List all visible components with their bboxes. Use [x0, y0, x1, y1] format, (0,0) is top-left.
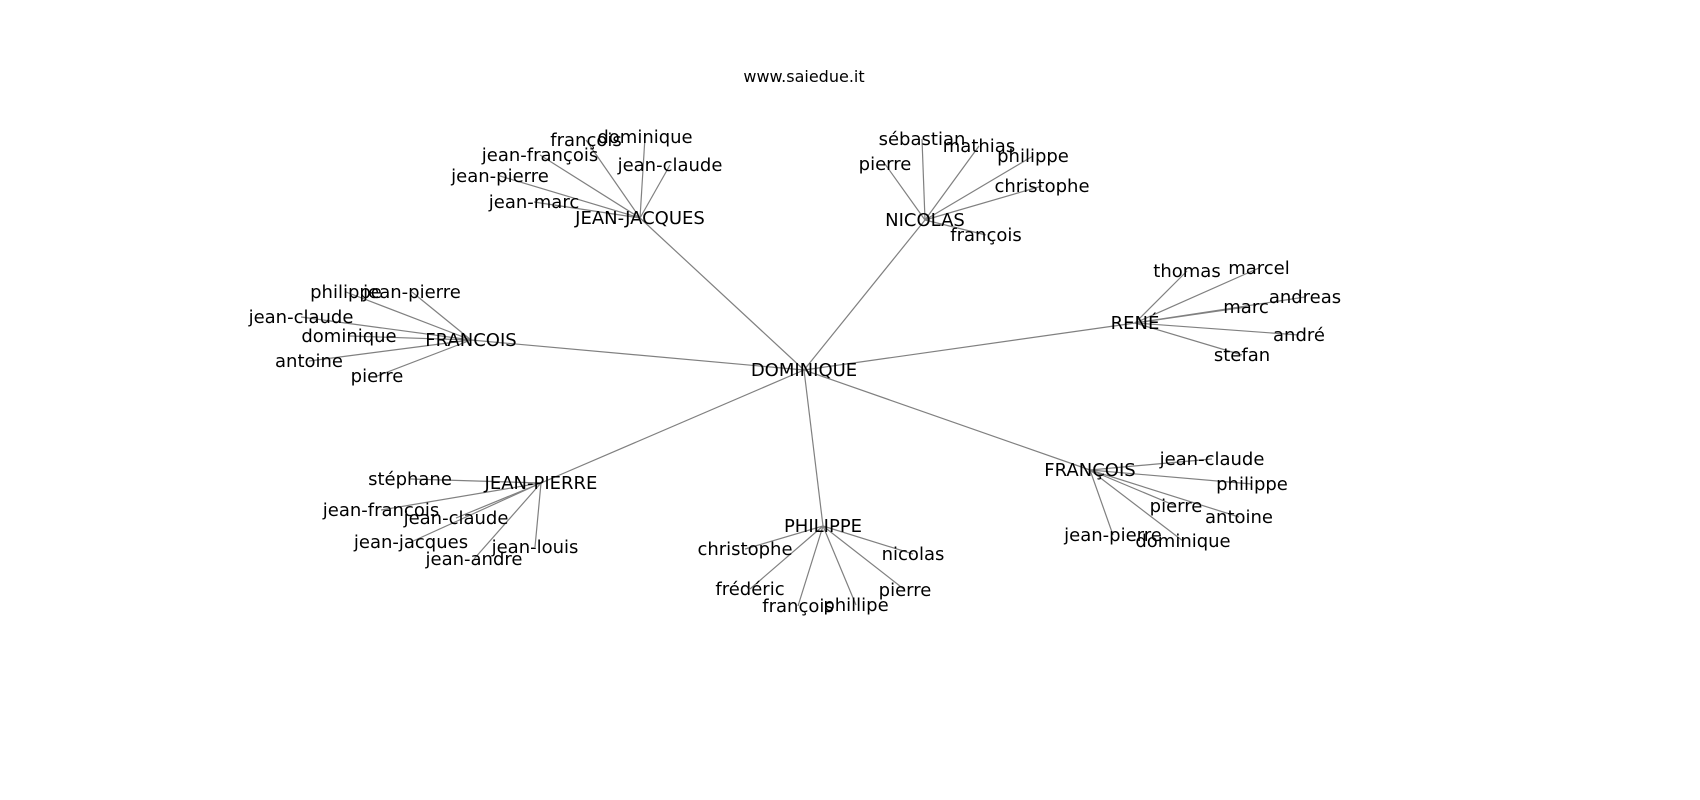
edge-hub-leaf: [1134, 322, 1300, 336]
edge-hub-leaf: [585, 139, 641, 219]
edge-hub-leaf: [1134, 270, 1188, 324]
leaf-node-label: françois: [762, 596, 833, 617]
leaf-node-label: pierre: [1150, 496, 1203, 517]
leaf-node-label: pierre: [879, 580, 932, 601]
edge-hub-leaf: [924, 155, 1034, 221]
edge-hub-leaf: [884, 163, 926, 221]
edge-hub-leaf: [539, 154, 641, 219]
leaf-node-label: jean-jacques: [353, 532, 468, 553]
leaf-node-label: stefan: [1214, 345, 1270, 366]
edge-root-hub: [639, 217, 805, 371]
leaf-node-label: jean-pierre: [450, 166, 549, 187]
edge-hub-leaf: [1134, 322, 1243, 356]
edge-hub-leaf: [639, 164, 671, 219]
edge-root-hub: [540, 369, 805, 484]
leaf-node-label: jean-louis: [491, 537, 579, 558]
edge-root-hub: [470, 339, 805, 371]
hub-node-label: RENÉ: [1111, 312, 1160, 334]
edge-hub-leaf: [797, 525, 824, 607]
leaf-node-label: jean-claude: [617, 155, 723, 176]
leaf-node-label: stéphane: [368, 469, 452, 490]
leaf-node-label: pierre: [351, 366, 404, 387]
leaf-node-label: jean-pierre: [1063, 525, 1162, 546]
hub-node-label: JEAN-JACQUES: [574, 208, 705, 229]
leaf-node-label: marcel: [1228, 258, 1290, 279]
edge-root-hub: [803, 369, 824, 527]
leaf-node-label: jean-marc: [488, 192, 579, 213]
edge-hub-leaf: [1134, 296, 1306, 324]
edge-hub-leaf: [822, 525, 914, 555]
edge-hub-leaf: [410, 482, 542, 543]
leaf-node-label: françois: [950, 225, 1021, 246]
leaf-node-label: jean-andre: [425, 549, 523, 570]
leaf-node-label: philippe: [1216, 474, 1288, 495]
edge-hub-leaf: [534, 482, 542, 548]
edge-hub-leaf: [639, 136, 646, 219]
edge-hub-leaf: [473, 482, 542, 560]
hub-node-label: NICOLAS: [885, 210, 965, 231]
leaf-node-label: jean-pierre: [362, 282, 461, 303]
leaf-node-label: pierre: [859, 154, 912, 175]
hub-node-label: JEAN-PIERRE: [484, 473, 598, 494]
leaf-node-label: antoine: [275, 351, 343, 372]
leaf-node-label: nicolas: [882, 544, 945, 565]
diagram-title: www.saiedue.it: [743, 67, 864, 86]
leaf-node-label: jean-claude: [1159, 449, 1265, 470]
edge-hub-leaf: [822, 525, 906, 591]
edge-root-hub: [803, 219, 926, 371]
leaf-node-label: sébastian: [879, 129, 966, 150]
leaf-node-label: frédéric: [715, 579, 784, 600]
leaf-node-label: marc: [1223, 297, 1268, 318]
leaf-node-label: andreas: [1269, 287, 1341, 308]
edge-hub-leaf: [345, 291, 472, 341]
leaf-node-label: philippe: [997, 146, 1069, 167]
hub-node-label: FRANÇOIS: [1044, 460, 1135, 481]
edge-hub-leaf: [924, 219, 987, 236]
edge-hub-leaf: [1089, 469, 1253, 485]
edge-hub-leaf: [744, 525, 824, 550]
leaf-node-label: dominique: [597, 127, 692, 148]
leaf-node-label: andré: [1273, 325, 1325, 346]
leaf-node-label: mathias: [943, 136, 1015, 157]
edge-hub-leaf: [749, 525, 824, 590]
edge-hub-leaf: [411, 291, 472, 341]
edge-hub-leaf: [822, 525, 857, 606]
edge-hub-leaf: [300, 316, 472, 341]
edge-hub-leaf: [308, 339, 472, 362]
leaf-node-label: jean-françois: [481, 145, 598, 166]
leaf-node-label: thomas: [1153, 261, 1220, 282]
leaf-node-label: jean-francois: [322, 500, 439, 521]
edge-hub-leaf: [1089, 458, 1213, 471]
edge-root-hub: [803, 369, 1091, 471]
edge-hub-leaf: [533, 201, 641, 219]
edge-hub-leaf: [499, 175, 641, 219]
edge-hub-leaf: [924, 185, 1043, 221]
leaf-node-label: dominique: [1135, 531, 1230, 552]
edge-hub-leaf: [921, 138, 926, 221]
edge-hub-leaf: [1089, 469, 1184, 542]
hub-node-label: FRANCOIS: [425, 330, 516, 351]
edge-hub-leaf: [380, 482, 542, 511]
edge-hub-leaf: [348, 335, 472, 341]
leaf-node-label: christophe: [697, 539, 792, 560]
leaf-node-label: jean-claude: [248, 307, 354, 328]
leaf-node-label: christophe: [994, 176, 1089, 197]
leaf-node-label: dominique: [301, 326, 396, 347]
edge-root-hub: [803, 322, 1136, 371]
edge-hub-leaf: [1089, 469, 1240, 518]
leaf-node-label: jean-claude: [403, 508, 509, 529]
edge-hub-leaf: [1134, 267, 1260, 324]
leaf-node-label: françois: [550, 130, 621, 151]
edge-hub-leaf: [376, 339, 472, 377]
edge-hub-leaf: [1089, 469, 1114, 536]
hub-node-label: PHILIPPE: [784, 516, 862, 537]
edge-hub-leaf: [1089, 469, 1177, 507]
root-node-label: DOMINIQUE: [751, 360, 857, 381]
leaf-node-label: philippe: [310, 282, 382, 303]
leaf-node-label: phillipe: [823, 595, 888, 616]
edge-hub-leaf: [924, 145, 980, 221]
edge-hub-leaf: [409, 478, 542, 484]
leaf-node-label: antoine: [1205, 507, 1273, 528]
